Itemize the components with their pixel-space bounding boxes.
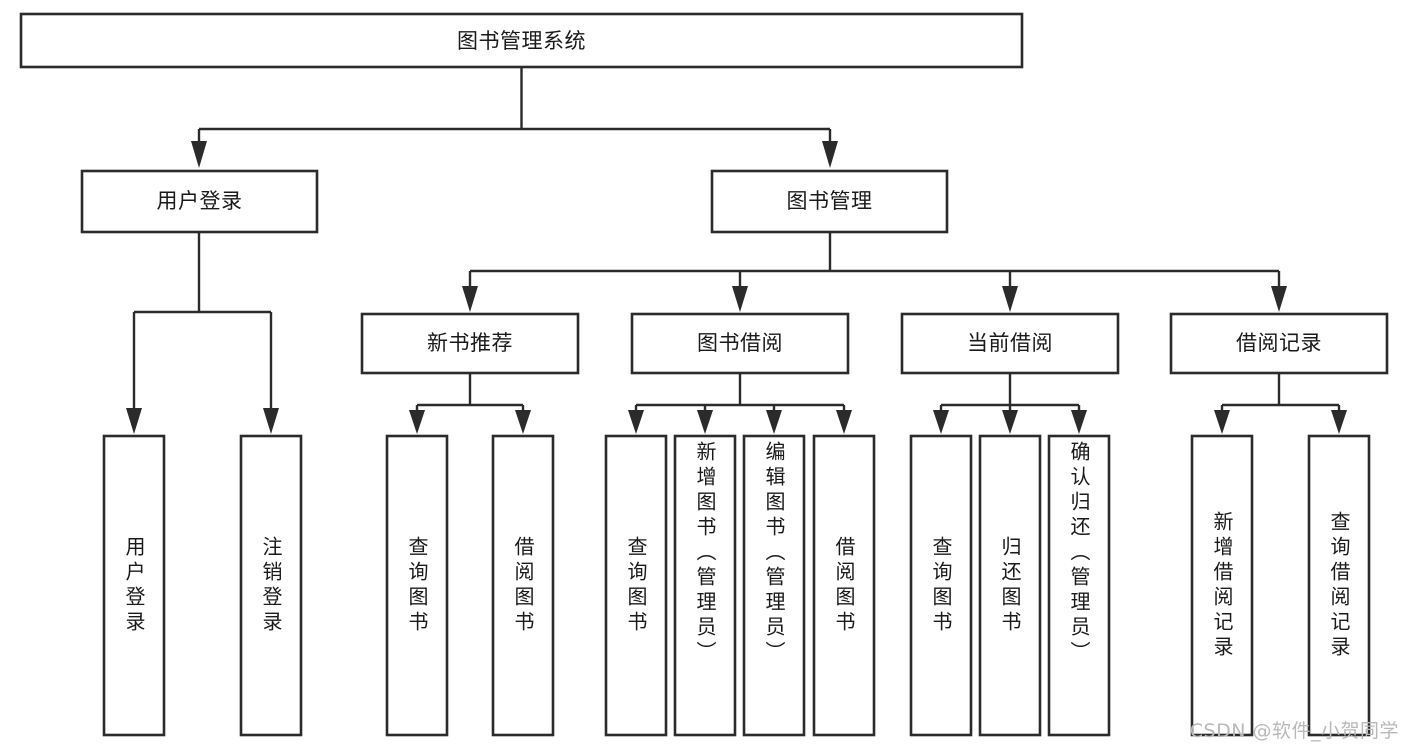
node-new-book-recommend-box[interactable]: [360, 312, 580, 375]
leaf-node-bb-borrow-book[interactable]: [812, 434, 876, 737]
edges-borrow-record-to-leaves: [1214, 374, 1347, 434]
node-user-login-box[interactable]: [80, 169, 319, 234]
leaf-node-br-add-record[interactable]: [1190, 434, 1254, 737]
leaf-node-logout[interactable]: [239, 434, 303, 737]
node-book-management[interactable]: 图书管理: [710, 169, 949, 234]
node-book-management-label: 图书管理: [787, 189, 873, 213]
leaf-node-nbr-query-book[interactable]: [385, 434, 449, 737]
edges-book-manage-to-level2: [462, 233, 1287, 312]
node-user-login[interactable]: 用户登录: [80, 169, 319, 234]
arrowhead-bb-leaf-3: [766, 410, 782, 434]
node-current-borrow-label: 当前借阅: [967, 331, 1053, 355]
leaf-node-cb-query-book[interactable]: [909, 434, 973, 737]
node-book-borrow[interactable]: 图书借阅: [630, 312, 850, 375]
arrowhead-br-leaf-2: [1331, 410, 1347, 434]
arrowhead-book-manage: [822, 141, 838, 168]
arrowhead-br-leaf-1: [1214, 410, 1230, 434]
node-new-book-recommend-label: 新书推荐: [427, 331, 513, 355]
arrowhead-leaf-logout: [263, 408, 279, 434]
arrowhead-cb-leaf-2: [1002, 410, 1018, 434]
leaf-node-cb-return-book[interactable]: [978, 434, 1042, 737]
node-root-box[interactable]: [19, 12, 1024, 69]
leaf-node-user-login[interactable]: [102, 434, 166, 737]
leaf-bb-borrow-book-box[interactable]: [812, 434, 876, 737]
leaf-cb-confirm-return-box[interactable]: [1047, 434, 1111, 737]
arrowhead-nbr-leaf-1: [409, 410, 425, 434]
arrowhead-user-login: [191, 141, 207, 168]
arrowhead-bb-leaf-4: [836, 410, 852, 434]
node-new-book-recommend[interactable]: 新书推荐: [360, 312, 580, 375]
leaf-user-login-box[interactable]: [102, 434, 166, 737]
node-book-borrow-label: 图书借阅: [697, 331, 783, 355]
arrowhead-borrow-record: [1271, 286, 1287, 312]
leaf-bb-edit-book-box[interactable]: [742, 434, 806, 737]
arrowhead-new-book-recommend: [462, 286, 478, 312]
leaf-br-add-record-box[interactable]: [1190, 434, 1254, 737]
node-current-borrow[interactable]: 当前借阅: [900, 312, 1120, 375]
arrowhead-nbr-leaf-2: [515, 410, 531, 434]
leaf-cb-query-book-box[interactable]: [909, 434, 973, 737]
leaf-br-query-record-box[interactable]: [1307, 434, 1371, 737]
arrowhead-bb-leaf-2: [697, 410, 713, 434]
node-borrow-record-label: 借阅记录: [1236, 331, 1322, 355]
leaf-node-bb-add-book[interactable]: [673, 434, 737, 737]
node-borrow-record-box[interactable]: [1169, 312, 1389, 375]
arrowhead-cb-leaf-1: [933, 410, 949, 434]
leaf-node-bb-query-book[interactable]: [604, 434, 668, 737]
arrowhead-book-borrow: [732, 286, 748, 312]
leaf-node-nbr-borrow-book[interactable]: [491, 434, 555, 737]
leaf-bb-add-book-box[interactable]: [673, 434, 737, 737]
edges-current-borrow-to-leaves: [933, 374, 1087, 434]
arrowhead-current-borrow: [1002, 286, 1018, 312]
leaf-node-br-query-record[interactable]: [1307, 434, 1371, 737]
edges-new-book-recommend-to-leaves: [409, 374, 531, 434]
leaf-logout-box[interactable]: [239, 434, 303, 737]
arrowhead-bb-leaf-1: [628, 410, 644, 434]
leaf-cb-return-book-box[interactable]: [978, 434, 1042, 737]
edges-user-login-to-leaves: [126, 233, 279, 434]
leaf-bb-query-book-box[interactable]: [604, 434, 668, 737]
leaf-node-bb-edit-book[interactable]: [742, 434, 806, 737]
node-root-book-management-system[interactable]: 图书管理系统: [19, 12, 1024, 69]
leaf-nbr-query-book-box[interactable]: [385, 434, 449, 737]
node-current-borrow-box[interactable]: [900, 312, 1120, 375]
node-user-login-label: 用户登录: [157, 189, 243, 213]
edges-root-to-level1: [191, 67, 838, 168]
node-root-label: 图书管理系统: [457, 29, 586, 53]
node-borrow-record[interactable]: 借阅记录: [1169, 312, 1389, 375]
arrowhead-cb-leaf-3: [1071, 410, 1087, 434]
leaf-node-cb-confirm-return[interactable]: [1047, 434, 1111, 737]
node-book-management-box[interactable]: [710, 169, 949, 234]
leaf-nbr-borrow-book-box[interactable]: [491, 434, 555, 737]
node-book-borrow-box[interactable]: [630, 312, 850, 375]
arrowhead-leaf-user-login: [126, 408, 142, 434]
edges-book-borrow-to-leaves: [628, 374, 852, 434]
